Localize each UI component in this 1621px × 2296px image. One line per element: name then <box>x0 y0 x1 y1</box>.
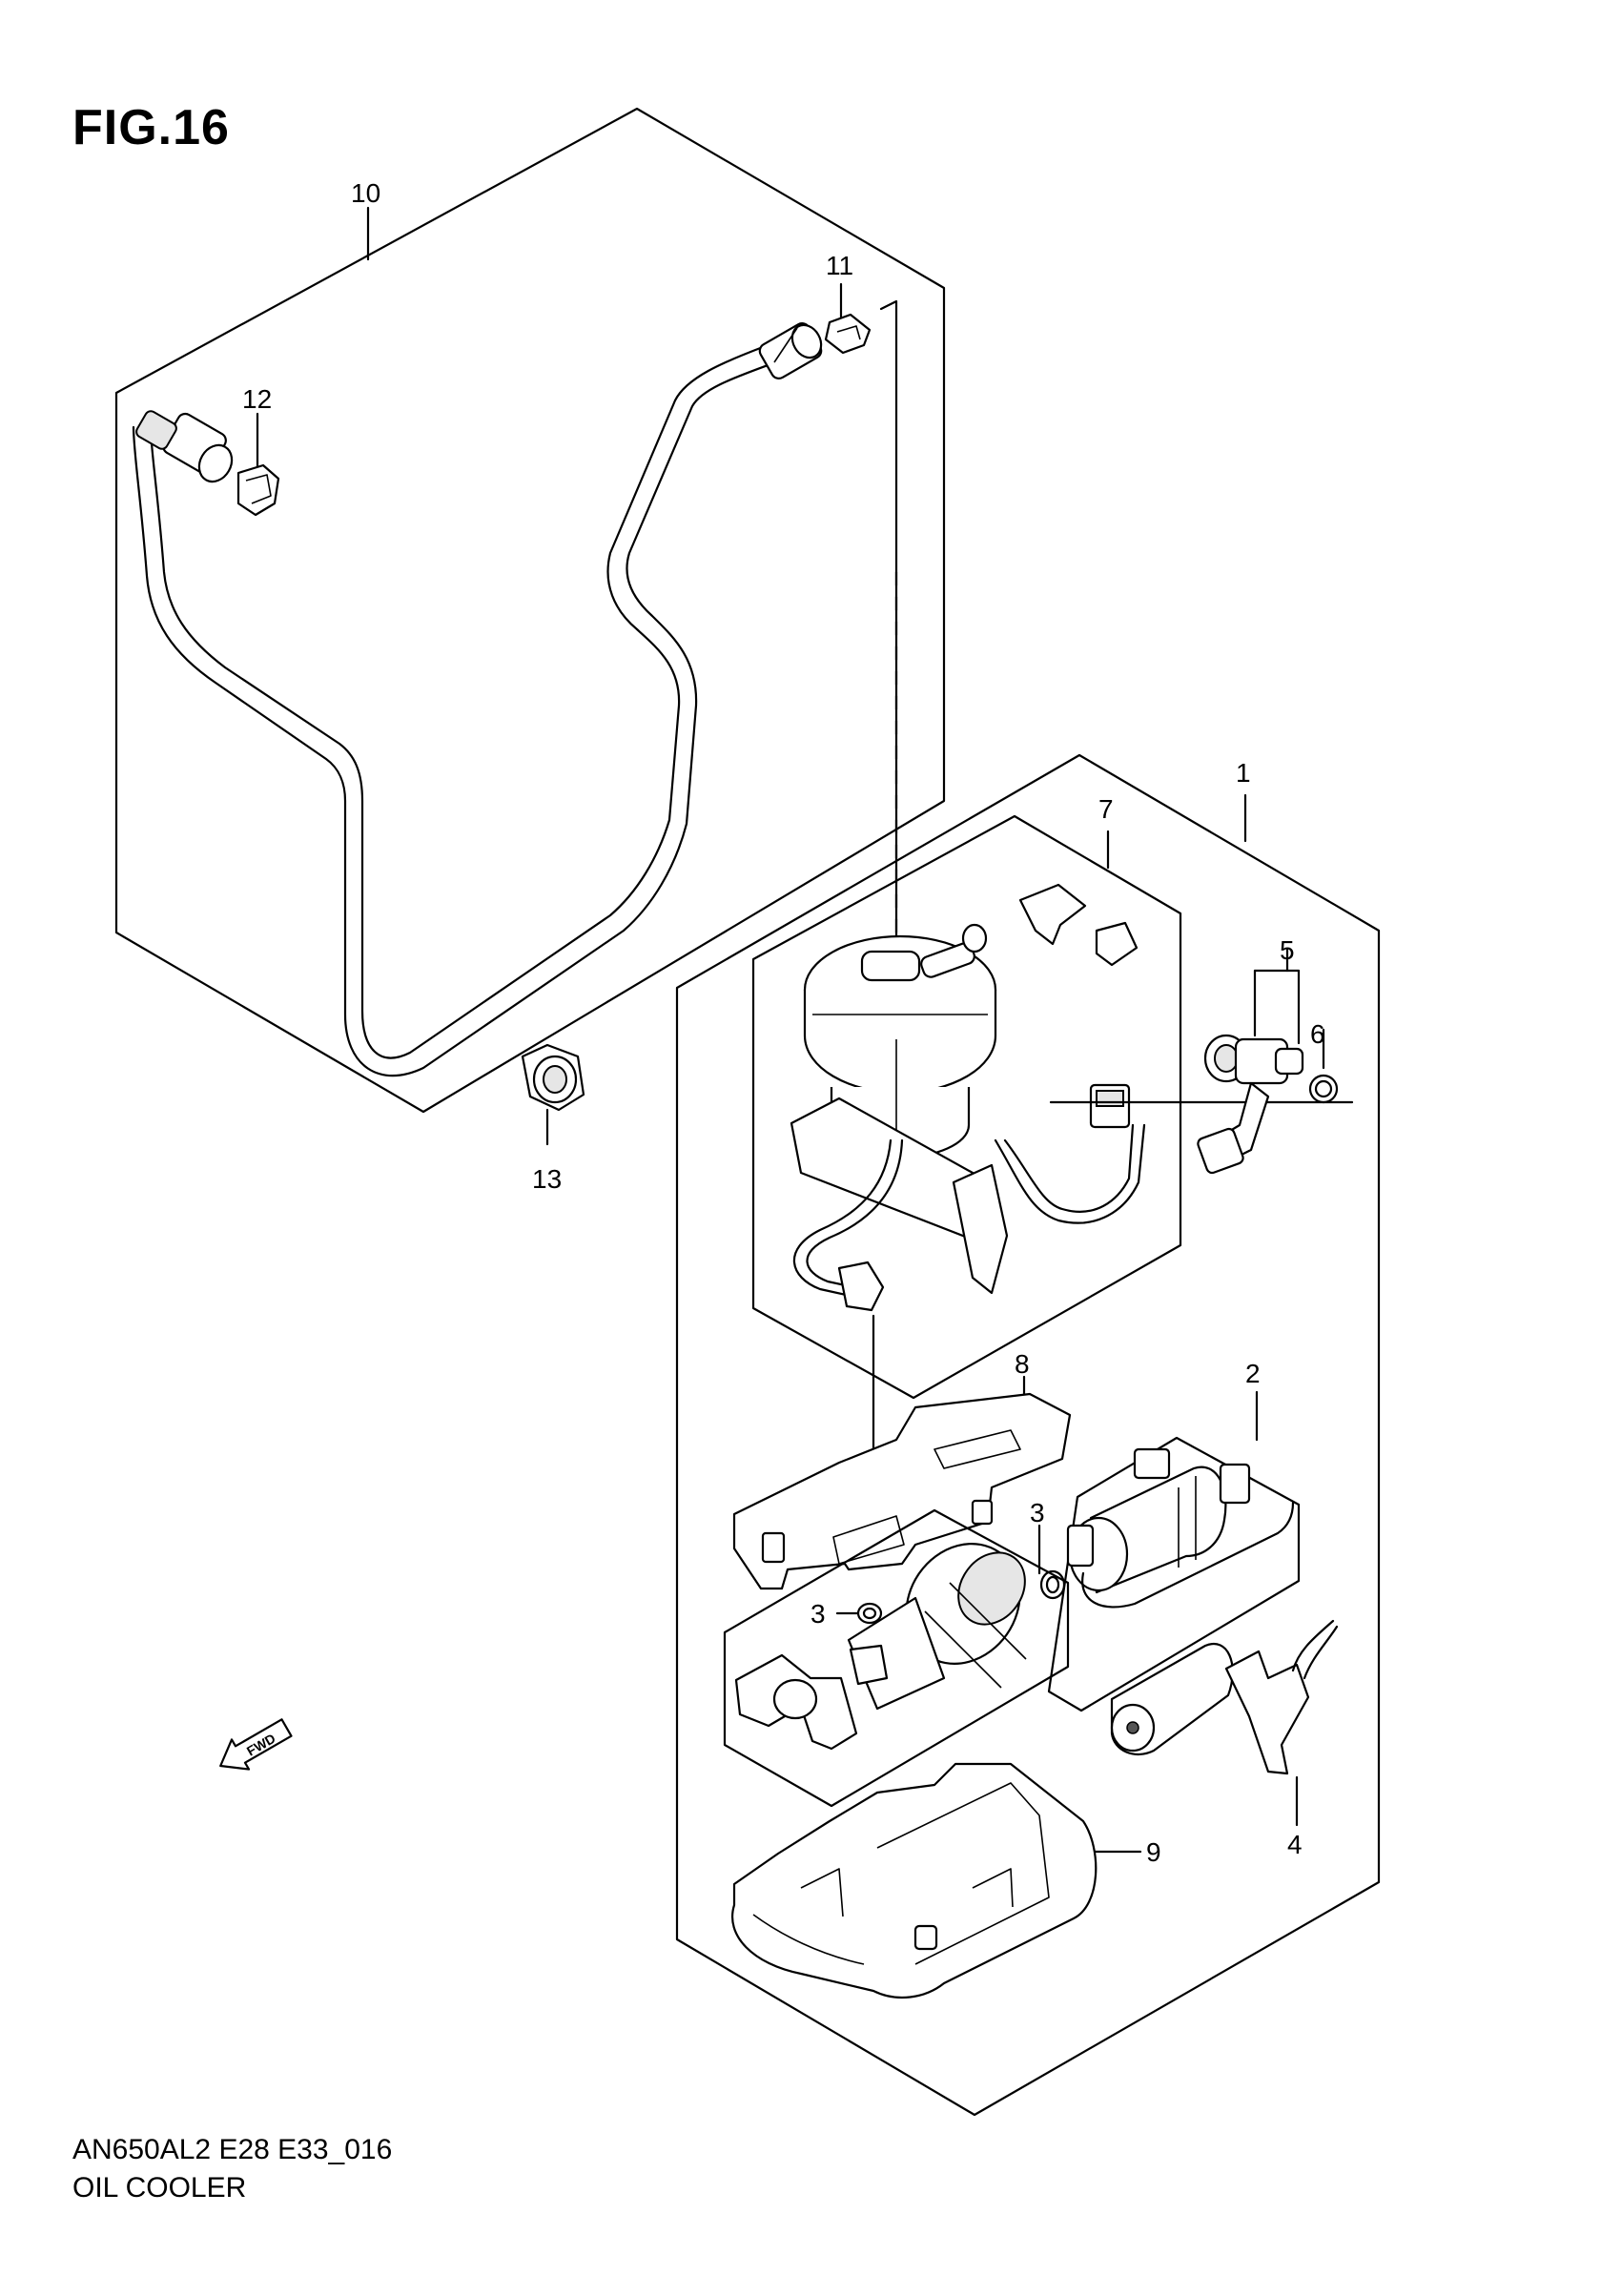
pump-assembly-outline <box>675 753 1381 2117</box>
hose-end-fitting-right <box>758 322 823 379</box>
pump-motor <box>1066 1447 1295 1609</box>
filter-holder <box>847 1543 1027 1711</box>
callout-2: 2 <box>1245 1359 1261 1388</box>
callout-9: 9 <box>1146 1837 1161 1867</box>
hose-end-fitting-left <box>135 410 234 483</box>
figure-title: FIG.16 <box>72 100 230 155</box>
callout-4: 4 <box>1287 1830 1303 1859</box>
fuel-pump-assembly-group <box>675 753 1381 2117</box>
fuel-level-sender <box>1110 1619 1339 1827</box>
o-ring-right <box>1037 1524 1066 1600</box>
clip-12 <box>236 412 280 517</box>
callout-7: 7 <box>1098 794 1114 824</box>
clamp-13 <box>521 1043 585 1146</box>
callout-6: 6 <box>1310 1019 1325 1049</box>
callout-10: 10 <box>351 178 380 208</box>
pump-motor-subgroup-outline <box>1047 1436 1301 1712</box>
o-ring-left <box>835 1602 883 1625</box>
callout-3-right: 3 <box>1030 1498 1045 1527</box>
diagram-name: OIL COOLER <box>72 2172 247 2204</box>
hose-group-outline <box>114 107 946 1114</box>
pump-frame <box>790 1083 1146 1312</box>
callout-13: 13 <box>532 1164 562 1194</box>
callout-11: 11 <box>826 251 853 280</box>
bottom-cover-9 <box>731 1762 1142 1999</box>
fuel-hose <box>149 345 765 1059</box>
hose-assembly-group <box>114 107 946 1146</box>
callout-5: 5 <box>1280 935 1295 965</box>
fwd-arrow-icon: FWD <box>219 1718 293 1771</box>
callout-1: 1 <box>1236 758 1251 788</box>
callout-8: 8 <box>1015 1349 1030 1379</box>
retainer-clip <box>1018 883 1139 967</box>
callout-12: 12 <box>242 384 272 414</box>
clip-11 <box>824 282 872 355</box>
diagram-code: AN650AL2 E28 E33_016 <box>72 2134 393 2165</box>
bracket-8 <box>732 1375 1072 1590</box>
callout-3-left: 3 <box>810 1599 826 1629</box>
filter-clip <box>734 1653 858 1751</box>
pressure-regulator <box>1197 948 1339 1175</box>
pump-top-subgroup-outline <box>751 814 1182 1400</box>
filter-subgroup-outline <box>723 1508 1070 1808</box>
